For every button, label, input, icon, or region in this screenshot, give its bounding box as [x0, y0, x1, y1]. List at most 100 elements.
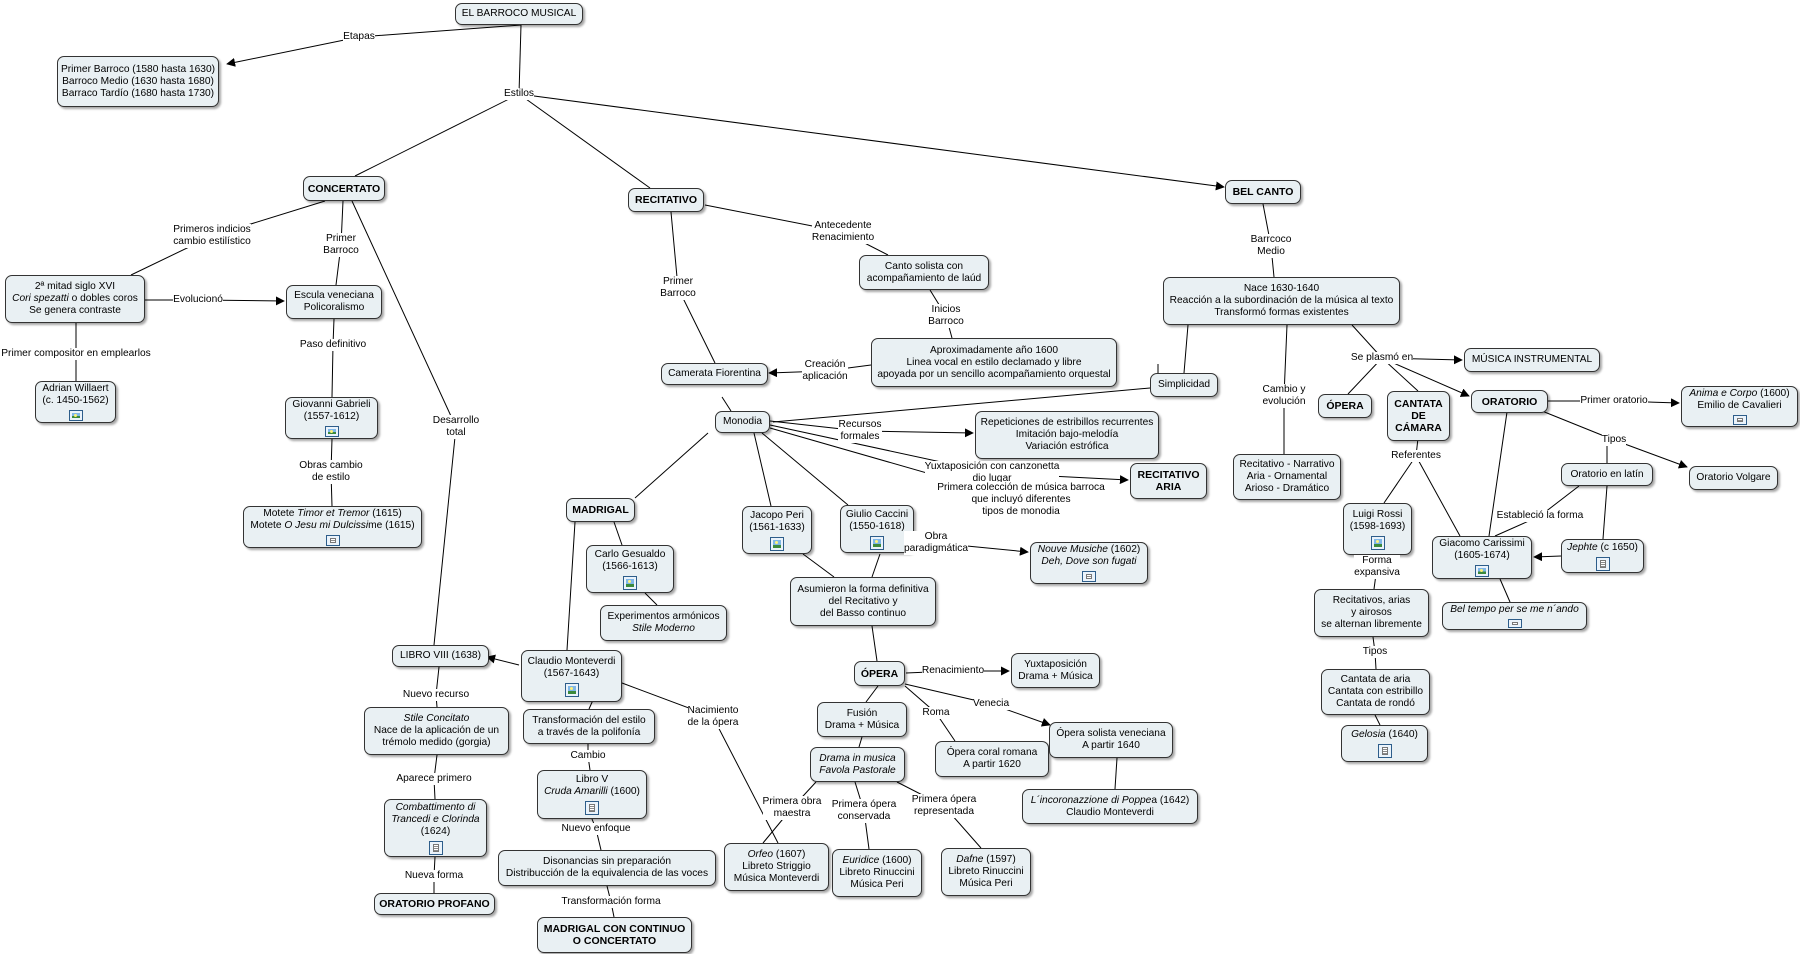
- concept-node-oratorio-volgare[interactable]: Oratorio Volgare: [1689, 466, 1778, 490]
- document-icon[interactable]: [428, 840, 443, 855]
- document-icon[interactable]: [585, 801, 599, 815]
- concept-node-recitativo[interactable]: RECITATIVO: [628, 188, 704, 212]
- image-icon[interactable]: [68, 410, 83, 421]
- document-icon[interactable]: [1732, 415, 1747, 425]
- concept-node-simplicidad[interactable]: Simplicidad: [1150, 373, 1218, 397]
- concept-node-root[interactable]: EL BARROCO MUSICAL: [455, 3, 583, 25]
- document-icon[interactable]: [1082, 571, 1096, 582]
- link-label-line: tipos de monodia: [982, 506, 1060, 517]
- link-label-line: Primeros indicios: [173, 224, 251, 235]
- link-label-line: Recursos: [838, 419, 882, 430]
- node-text-line: ÓPERA: [1326, 400, 1364, 412]
- link-label-line: Barrcoco: [1250, 234, 1292, 245]
- document-icon[interactable]: [325, 535, 340, 546]
- concept-node-nouve[interactable]: Nouve Musiche (1602)Deh, Dove son fugati: [1030, 542, 1148, 584]
- node-text-line: DE: [1411, 410, 1426, 422]
- concept-node-oratorio-profano[interactable]: ORATORIO PROFANO: [374, 893, 495, 915]
- node-text-line: Aproximadamente año 1600: [930, 344, 1058, 356]
- node-text-line: Cantata de aria: [1340, 674, 1411, 685]
- concept-node-libro8[interactable]: LIBRO VIII (1638): [392, 645, 489, 667]
- image-icon[interactable]: [770, 536, 784, 551]
- concept-node-caccini[interactable]: Giulio Caccini(1550-1618): [840, 505, 914, 553]
- concept-node-carissimi[interactable]: Giacomo Carissimi(1605-1674): [1432, 536, 1532, 579]
- node-text-line: Camerata Fiorentina: [668, 368, 761, 379]
- concept-node-concertato[interactable]: CONCERTATO: [303, 176, 385, 201]
- concept-node-camerata[interactable]: Camerata Fiorentina: [661, 363, 768, 385]
- document-icon[interactable]: [1377, 744, 1392, 758]
- concept-node-madrigal[interactable]: MADRIGAL: [566, 498, 635, 522]
- node-text-line: Ópera coral romana: [946, 747, 1038, 758]
- image-icon[interactable]: [324, 426, 339, 437]
- connector-line: [858, 736, 863, 748]
- concept-node-jephte[interactable]: Jephte (c 1650): [1561, 539, 1644, 573]
- node-text-line: ÓPERA: [860, 667, 899, 680]
- image-icon[interactable]: [1370, 535, 1385, 550]
- image-icon[interactable]: [623, 575, 637, 590]
- link-label-nuevo-enfoque: Nuevo enfoque: [561, 823, 631, 835]
- concept-node-monodia[interactable]: Monodia: [715, 411, 770, 433]
- concept-node-musica-inst[interactable]: MÚSICA INSTRUMENTAL: [1464, 348, 1600, 372]
- concept-node-belcanto[interactable]: BEL CANTO: [1225, 180, 1301, 204]
- link-label-line: total: [446, 427, 466, 438]
- concept-node-oratorio-latin[interactable]: Oratorio en latín: [1561, 463, 1653, 486]
- link-label-line: Referentes: [1391, 450, 1441, 461]
- concept-node-willaert[interactable]: Adrian Willaert(c. 1450-1562): [35, 381, 116, 423]
- link-label-line: Primer: [662, 276, 693, 287]
- concept-node-bel-tempo[interactable]: Bel tempo per se me n´ando: [1442, 602, 1587, 630]
- concept-node-peri[interactable]: Jacopo Peri(1561-1633): [742, 506, 812, 554]
- concept-node-gelosia[interactable]: Gelosia (1640): [1341, 725, 1428, 762]
- concept-node-monteverdi[interactable]: Claudio Monteverdi(1567-1643): [521, 650, 622, 702]
- image-icon[interactable]: [1475, 565, 1489, 577]
- concept-node-oratorio[interactable]: ORATORIO: [1471, 390, 1548, 413]
- concept-node-gesualdo[interactable]: Carlo Gesualdo(1566-1613): [586, 545, 674, 593]
- node-text-line: Claudio Monteverdi: [527, 655, 616, 667]
- concept-node-motete[interactable]: Motete Timor et Tremor (1615)Motete O Je…: [243, 506, 422, 548]
- concept-node-rossi[interactable]: Luigi Rossi(1598-1693): [1343, 503, 1412, 555]
- concept-node-poppea[interactable]: L´incoronazzione di Poppea (1642)Claudio…: [1022, 789, 1198, 824]
- connector-line: [1114, 757, 1118, 790]
- concept-node-anima[interactable]: Anima e Corpo (1600)Emilio de Cavalieri: [1681, 386, 1798, 427]
- document-icon[interactable]: [1595, 556, 1610, 571]
- image-icon[interactable]: [870, 535, 884, 550]
- concept-node-opera-rec[interactable]: ÓPERA: [854, 661, 905, 686]
- link-label-line: Nueva forma: [404, 870, 464, 881]
- document-icon[interactable]: [1507, 619, 1522, 628]
- concept-node-etapas[interactable]: Primer Barroco (1580 hasta 1630)Barroco …: [57, 56, 219, 107]
- concept-node-gabrieli[interactable]: Giovanni Gabrieli(1557-1612): [285, 397, 378, 439]
- connector-line: [354, 93, 520, 177]
- image-icon[interactable]: [564, 682, 579, 697]
- node-text-line: Transformó formas existentes: [1214, 307, 1349, 318]
- node-text-line: Arioso - Dramático: [1244, 483, 1330, 494]
- concept-node-opera-bc[interactable]: ÓPERA: [1318, 394, 1372, 418]
